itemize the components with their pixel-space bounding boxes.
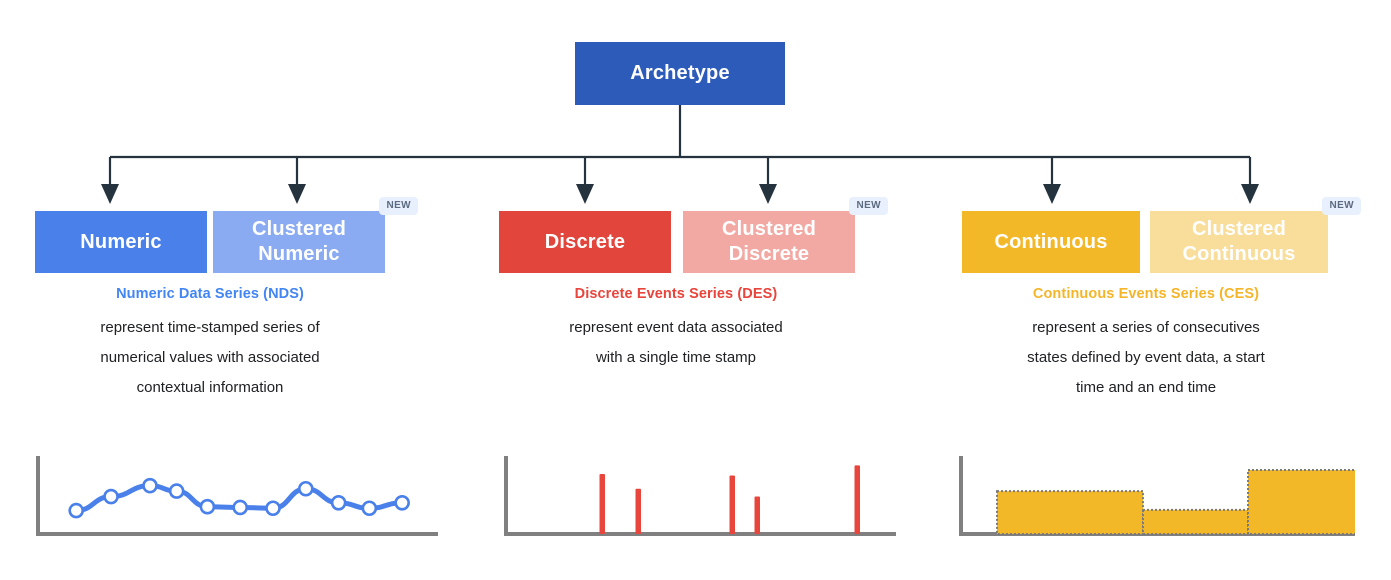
des-spike-chart [504, 456, 896, 536]
new-badge-clustered-discrete: NEW [849, 197, 888, 215]
node-numeric-label: Numeric [80, 230, 162, 253]
description-line: numerical values with associated [100, 349, 320, 366]
nds-data-point [265, 500, 281, 517]
nds-line-chart [36, 456, 438, 536]
description-line: states defined by event data, a start [1027, 349, 1265, 366]
ces-state-block [1142, 508, 1249, 535]
description-body-ces: represent a series of consecutives states… [960, 313, 1332, 403]
node-discrete[interactable]: Discrete [499, 211, 671, 273]
description-numeric: Numeric Data Series (NDS) represent time… [35, 286, 385, 403]
ces-state-block [996, 490, 1144, 535]
nds-data-point [68, 502, 85, 519]
description-body-nds: represent time-stamped series of numerica… [35, 313, 385, 403]
nds-data-point [168, 483, 185, 499]
description-title-ces: Continuous Events Series (CES) [1032, 286, 1260, 302]
description-body-des: represent event data associated with a si… [497, 313, 855, 373]
archetype-root-node[interactable]: Archetype [575, 42, 785, 105]
des-event-spike [729, 475, 735, 534]
des-event-spike [635, 488, 641, 534]
node-numeric[interactable]: Numeric [35, 211, 207, 273]
description-continuous: Continuous Events Series (CES) represent… [960, 286, 1332, 403]
description-title-des: Discrete Events Series (DES) [574, 286, 778, 302]
ces-step-chart [959, 456, 1355, 536]
description-line: contextual information [136, 379, 284, 396]
nds-data-point [199, 498, 216, 515]
node-continuous[interactable]: Continuous [962, 211, 1140, 273]
nds-data-point [394, 495, 410, 511]
nds-data-point [297, 480, 314, 497]
des-event-spike [754, 496, 760, 534]
description-title-nds: Numeric Data Series (NDS) [116, 286, 304, 302]
nds-data-point [361, 500, 378, 517]
des-event-spike [599, 473, 605, 534]
new-badge-clustered-continuous: NEW [1322, 197, 1361, 215]
nds-data-point [330, 495, 347, 511]
description-line: represent time-stamped series of [100, 319, 320, 336]
nds-data-point [142, 477, 158, 494]
des-event-spike [854, 465, 860, 534]
nds-data-point [103, 488, 119, 505]
nds-data-point [232, 499, 248, 516]
description-line: with a single time stamp [595, 349, 757, 366]
new-badge-clustered-numeric: NEW [379, 197, 418, 215]
description-line: represent event data associated [569, 319, 783, 336]
description-discrete: Discrete Events Series (DES) represent e… [497, 286, 855, 373]
archetype-root-label: Archetype [630, 62, 730, 84]
node-continuous-label: Continuous [994, 230, 1108, 253]
description-line: time and an end time [1075, 379, 1217, 396]
ces-state-block [1247, 469, 1355, 535]
description-line: represent a series of consecutives [1032, 319, 1260, 336]
node-discrete-label: Discrete [544, 230, 626, 253]
